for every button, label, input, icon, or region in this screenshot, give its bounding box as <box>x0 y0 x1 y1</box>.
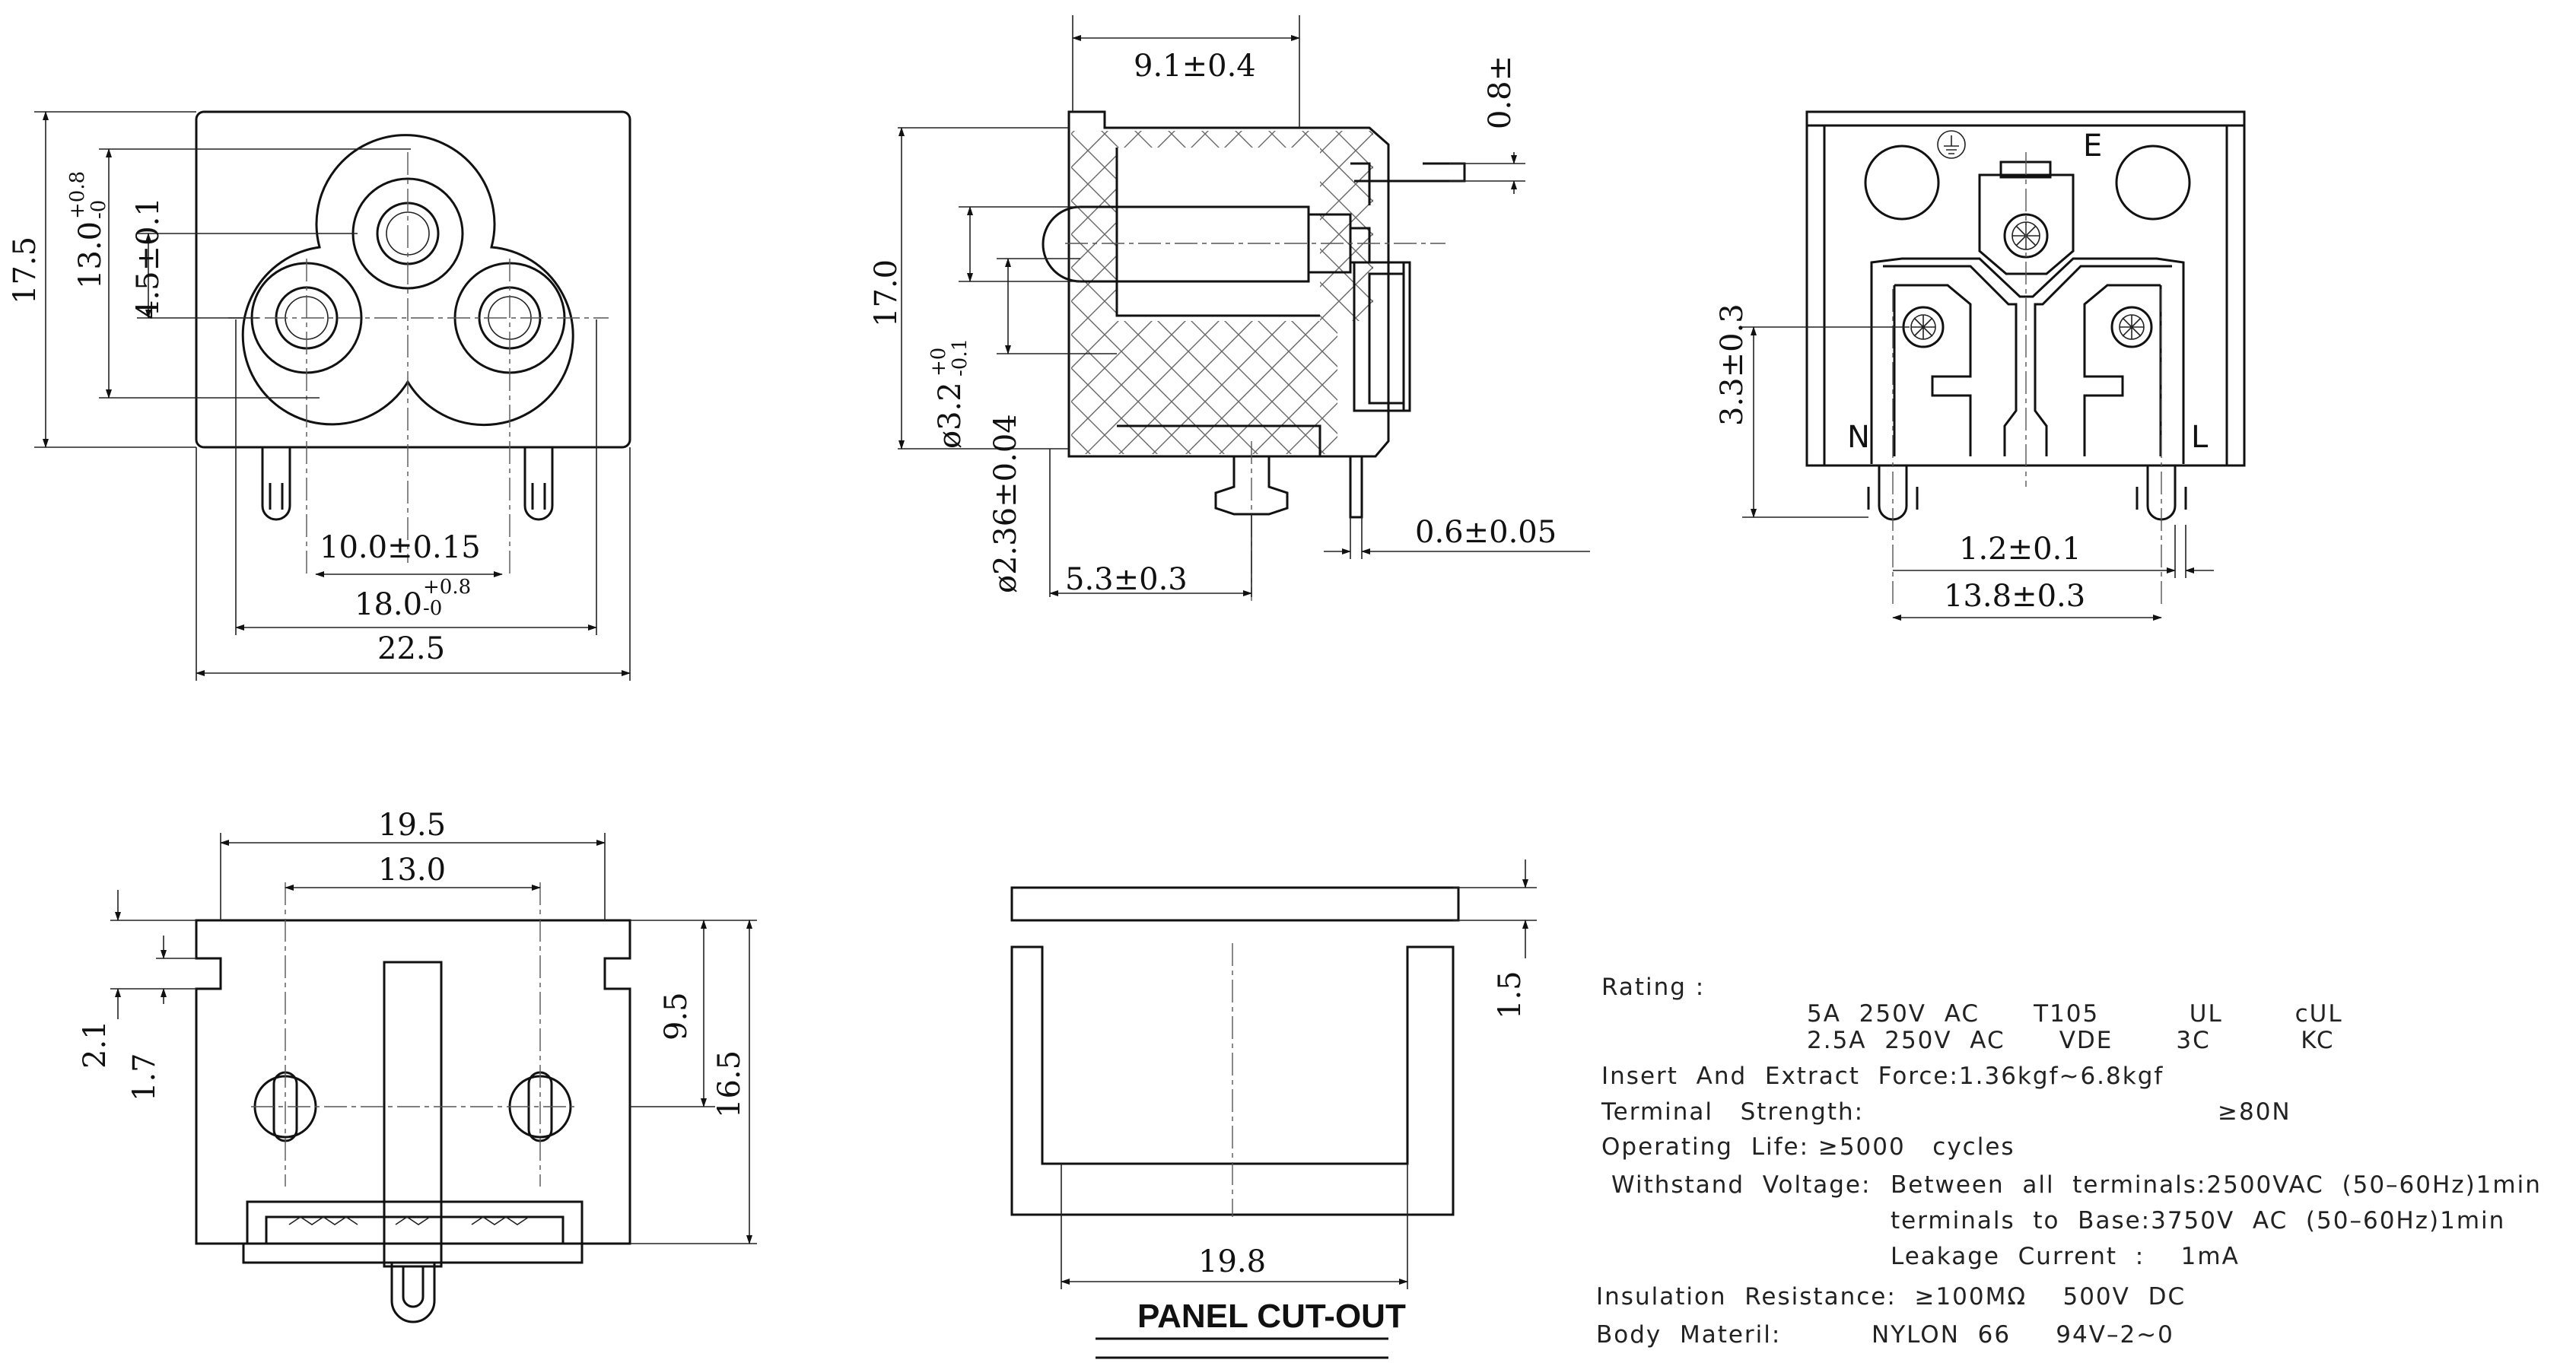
earth-label: E <box>2083 129 2102 164</box>
dim-rear-pin-width: 1.2±0.1 <box>1959 532 2081 567</box>
dim-pin-dia: ø2.36±0.04 <box>988 414 1023 593</box>
spec-rating-line-1: 5A 250V AC T105 UL cUL <box>1807 1000 2343 1028</box>
specifications-block: Rating : 5A 250V AC T105 UL cUL 2.5A 250… <box>1596 974 2542 1349</box>
dim-depth: 9.1±0.4 <box>1134 49 1256 84</box>
dim-height-13-tol-minus: -0 <box>87 200 110 219</box>
dim-height-13-tol-plus: +0.8 <box>66 171 89 219</box>
dim-hole-dia-tol-minus: -0.1 <box>949 338 972 376</box>
dim-width-18: 18.0 <box>355 587 422 622</box>
bottom-body-outline <box>195 919 631 1245</box>
spec-terminal-strength-label: Terminal Strength: <box>1601 1098 1864 1126</box>
dim-hole-dia: ø3.2 <box>933 382 968 449</box>
rear-view: E N L <box>1715 110 2246 621</box>
panel-cutout-view: 19.8 1.5 PANEL CUT-OUT <box>1010 859 1537 1359</box>
dim-pin-offset: 5.3±0.3 <box>1065 562 1188 597</box>
dim-height-16-5: 16.5 <box>712 1050 747 1118</box>
spec-leakage-current: Leakage Current : 1mA <box>1891 1243 2240 1270</box>
dim-pin-thickness: 0.6±0.05 <box>1415 515 1557 550</box>
dim-width-18-tol-minus: -0 <box>423 597 442 620</box>
spec-insulation: Insulation Resistance: ≥100MΩ 500V DC <box>1596 1283 2186 1311</box>
dim-bottom-width: 19.5 <box>378 808 446 843</box>
dim-hole-dia-tol-plus: +0 <box>927 348 950 376</box>
dim-pin-spacing: 10.0±0.15 <box>320 530 481 565</box>
dim-overall-height: 17.5 <box>8 237 43 304</box>
dim-step-1-7: 1.7 <box>127 1053 162 1101</box>
panel-cutout-outline <box>1010 945 1455 1216</box>
spec-withstand-label: Withstand Voltage: <box>1611 1171 1871 1199</box>
dim-step-2-1: 2.1 <box>78 1020 113 1069</box>
dim-rear-height: 3.3±0.3 <box>1715 303 1750 426</box>
dim-bottom-pitch: 13.0 <box>378 853 446 888</box>
spec-insert-force: Insert And Extract Force:1.36kgf~6.8kgf <box>1601 1063 2164 1090</box>
dim-overall-width: 22.5 <box>377 631 445 666</box>
dim-rear-pin-span: 13.8±0.3 <box>1944 579 2085 614</box>
spec-rating-line-2: 2.5A 250V AC VDE 3C KC <box>1807 1027 2335 1054</box>
spec-terminal-strength-value: ≥80N <box>2218 1098 2291 1126</box>
dim-height-9-5: 9.5 <box>659 992 694 1041</box>
dim-pitch-4-5: 4.5±0.1 <box>131 197 166 319</box>
panel-cutout-title: PANEL CUT-OUT <box>1137 1298 1406 1335</box>
spec-withstand-line-2: terminals to Base:3750V AC (50–60Hz)1min <box>1891 1207 2505 1234</box>
spec-operating-life: Operating Life: ≥5000 cycles <box>1601 1133 2015 1161</box>
side-body-outline <box>1067 110 1390 458</box>
neutral-label: N <box>1847 420 1870 455</box>
front-view: 17.5 13.0 +0.8 -0 4.5±0.1 10.0±0.15 18.0… <box>8 110 631 681</box>
front-pins <box>261 447 554 521</box>
spec-withstand-line-1: Between all terminals:2500VAC (50–60Hz)1… <box>1891 1171 2542 1199</box>
dim-side-height: 17.0 <box>869 259 904 327</box>
dim-tab-thickness: 0.8± <box>1483 56 1518 129</box>
dim-width-18-tol-plus: +0.8 <box>423 576 471 599</box>
dim-cutout-thickness: 1.5 <box>1493 971 1528 1019</box>
spec-rating-label: Rating : <box>1601 974 1705 1001</box>
side-view: 9.1±0.4 0.8± 17.0 ø3.2 +0 -0.1 ø2.36±0.0… <box>869 15 1590 601</box>
spec-body-label: Body Materil: <box>1596 1321 1781 1349</box>
spec-body-value: NYLON 66 94V–2~0 <box>1872 1321 2174 1349</box>
dim-cutout-width: 19.8 <box>1198 1244 1266 1279</box>
front-body-outline <box>195 110 631 449</box>
bottom-view: 19.5 13.0 2.1 1.7 9.5 16.5 <box>78 808 757 1323</box>
dim-height-13: 13.0 <box>73 221 108 289</box>
panel-top-plate <box>1010 886 1460 922</box>
socket-outline <box>241 134 574 427</box>
live-label: L <box>2191 420 2209 455</box>
